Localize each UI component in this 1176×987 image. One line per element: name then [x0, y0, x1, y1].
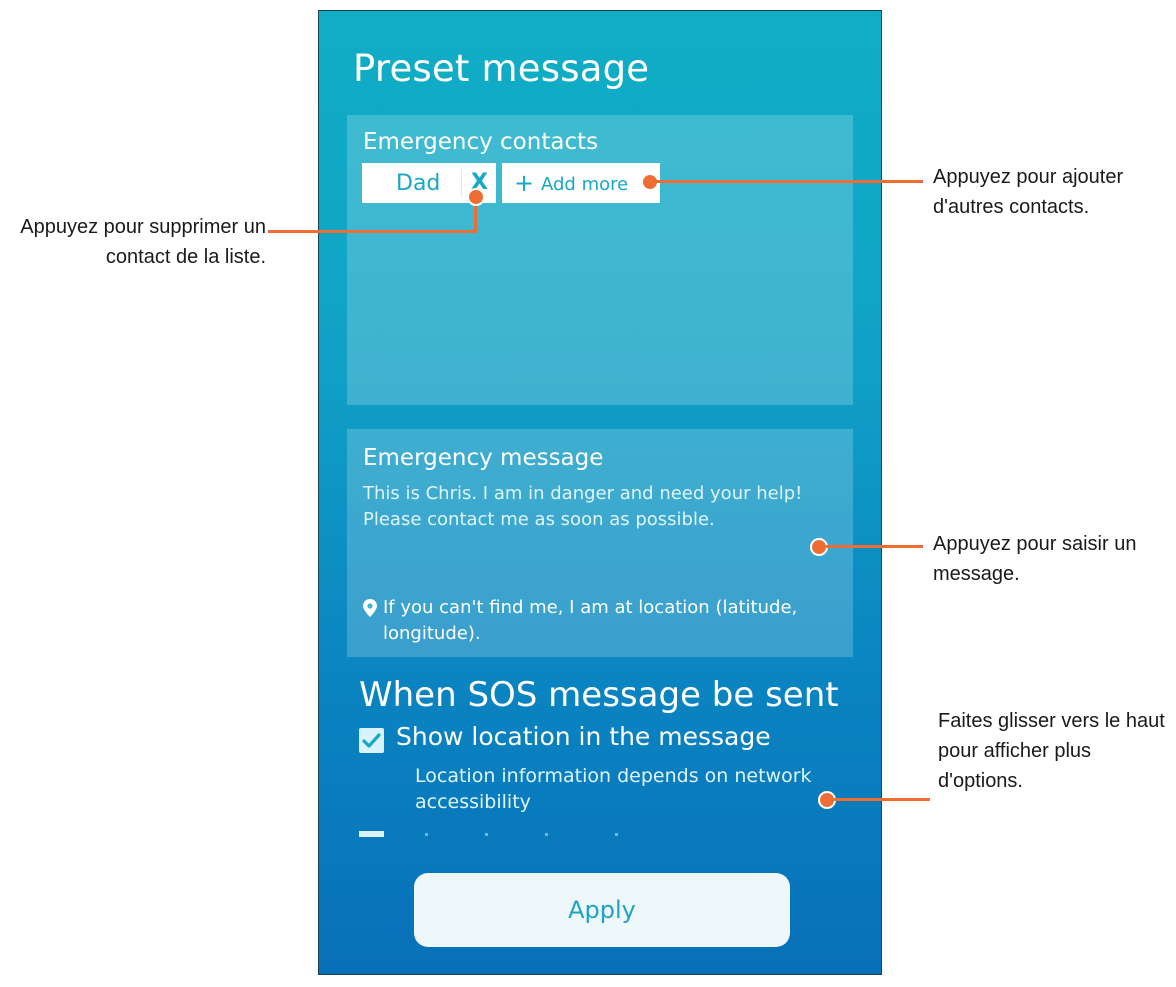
page-title: Preset message	[353, 47, 650, 90]
connector-line	[826, 545, 923, 548]
annotation-remove-contact: Appuyez pour supprimer un contact de la …	[20, 216, 266, 268]
add-more-contacts-button[interactable]: + Add more	[502, 163, 660, 203]
show-location-description: Location information depends on network …	[415, 765, 812, 813]
phone-screen: Preset message Emergency contacts Dad X …	[318, 10, 882, 975]
annotation-enter-message: Appuyez pour saisir un message.	[933, 533, 1137, 585]
annotation-swipe-up: Faites glisser vers le haut pour affiche…	[938, 710, 1165, 792]
connector-line	[268, 230, 476, 233]
location-text: If you can't find me, I am at location (…	[383, 597, 798, 644]
sos-section-heading: When SOS message be sent	[359, 675, 839, 715]
callout-dot	[467, 188, 485, 206]
connector-line	[474, 200, 477, 233]
connector-line	[834, 798, 930, 801]
show-location-checkbox[interactable]	[359, 728, 384, 753]
pin-icon	[363, 599, 377, 617]
annotation-add-contacts: Appuyez pour ajouter d'autres contacts.	[933, 166, 1124, 218]
emergency-contacts-heading: Emergency contacts	[363, 129, 599, 155]
emergency-message-field[interactable]: Emergency message This is Chris. I am in…	[347, 429, 853, 657]
location-line: If you can't find me, I am at location (…	[363, 595, 833, 647]
apply-button[interactable]: Apply	[414, 873, 790, 947]
contact-chip-name: Dad	[396, 171, 441, 196]
contact-chip-dad: Dad X	[362, 163, 496, 203]
emergency-message-heading: Emergency message	[363, 445, 604, 471]
checkmark-icon	[362, 733, 381, 748]
chip-divider	[461, 169, 462, 197]
plus-icon: +	[514, 169, 535, 197]
show-location-label[interactable]: Show location in the message	[396, 722, 771, 751]
emergency-contacts-panel: Emergency contacts Dad X + Add more	[347, 115, 853, 405]
add-more-label: Add more	[541, 174, 629, 195]
partially-visible-checkbox[interactable]	[359, 831, 384, 837]
partially-visible-option-text	[415, 833, 665, 837]
emergency-message-text: This is Chris. I am in danger and need y…	[363, 483, 803, 530]
connector-line	[655, 180, 923, 183]
